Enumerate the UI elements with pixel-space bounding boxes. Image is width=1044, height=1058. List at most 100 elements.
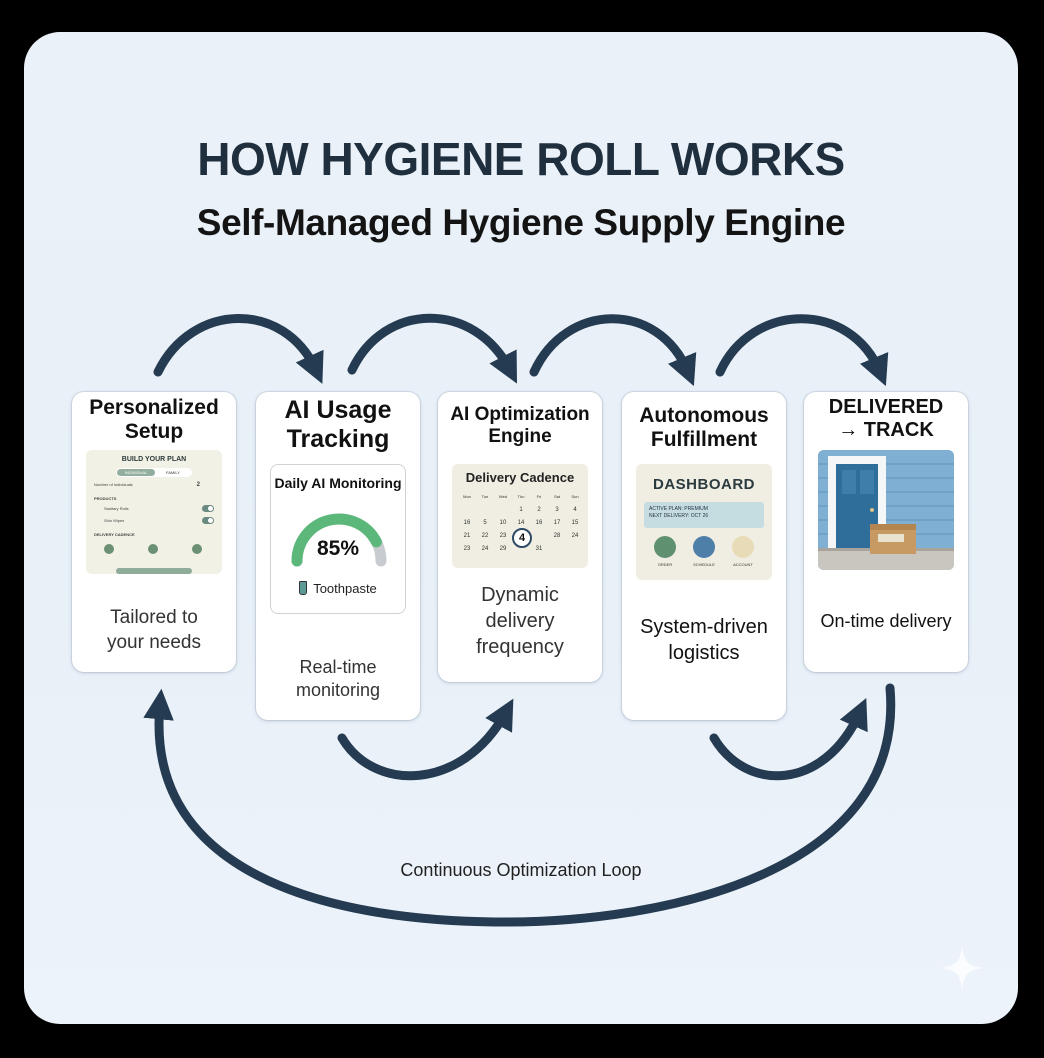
calendar-day: 14	[517, 519, 525, 526]
calendar-weekday: Thu	[517, 494, 525, 499]
tracked-item-label: Toothpaste	[313, 581, 377, 596]
plan-summary: ACTIVE PLAN: PREMIUM NEXT DELIVERY: OCT …	[644, 502, 764, 528]
product-row-1: Sanitary Rolls	[94, 506, 214, 511]
calendar-day: 28	[553, 532, 561, 539]
cadence-option-icon	[104, 544, 114, 554]
step-title: DELIVERED → TRACK	[828, 396, 944, 441]
continue-bar	[116, 568, 192, 574]
arrow-step4-to-step5-lower	[709, 698, 868, 781]
calendar-day: 15	[571, 519, 579, 526]
flow-arrows	[143, 313, 896, 927]
cadence-section-label: DELIVERY CADENCE	[94, 532, 135, 537]
step-card-delivered-track: DELIVERED → TRACK On-t	[804, 392, 968, 672]
calendar-day: 22	[481, 532, 489, 539]
loop-label: Continuous Optimization Loop	[400, 860, 642, 880]
calendar-week-row: 16 5 10 14 16 17 15	[460, 516, 582, 529]
cadence-option-icon	[148, 544, 158, 554]
package-at-door-image	[818, 450, 954, 570]
individuals-row: Number of Individuals 2	[94, 482, 214, 488]
action-label: ORDER	[657, 562, 673, 567]
calendar-weekday-row: Mon Tue Wed Thu Fri Sat Sun	[460, 490, 582, 503]
calendar-day: 5	[483, 519, 487, 526]
cadence-option-icon	[192, 544, 202, 554]
toggle-icon	[202, 517, 214, 524]
action-label: ACCOUNT	[733, 562, 753, 567]
page-subtitle: Self-Managed Hygiene Supply Engine	[196, 202, 846, 243]
step-card-ai-usage-tracking: AI Usage Tracking Daily AI Monitoring 85…	[256, 392, 420, 720]
mockup-heading: Daily AI Monitoring	[274, 475, 402, 491]
toggle-icon	[202, 505, 214, 512]
page-title: HOW HYGIENE ROLL WORKS	[197, 133, 845, 185]
sparkle-icon	[940, 946, 984, 990]
mockup-heading: Delivery Cadence	[465, 470, 575, 485]
step-card-personalized-setup: Personalized Setup BUILD YOUR PLAN INDIV…	[72, 392, 236, 672]
calendar-week-row: 21 22 23 28 24	[460, 529, 582, 542]
arrow-step4-to-step5	[715, 314, 889, 387]
arrow-step2-to-step3	[347, 313, 518, 384]
calendar-day: 17	[553, 519, 561, 526]
calendar-day: 16	[463, 519, 471, 526]
tab-individual: INDIVIDUAL	[117, 469, 155, 476]
calendar-weekday: Sun	[571, 494, 579, 499]
mockup-heading: DASHBOARD	[653, 476, 755, 493]
step-title: AI Optimization Engine	[450, 404, 590, 447]
step-card-ai-optimization-engine: AI Optimization Engine Delivery Cadence …	[438, 392, 602, 682]
arrow-step3-to-step4	[529, 314, 697, 387]
plan-line: ACTIVE PLAN: PREMIUM	[649, 506, 708, 512]
calendar-day: 24	[571, 532, 579, 539]
calendar-day: 21	[463, 532, 471, 539]
calendar-mockup: Delivery Cadence Mon Tue Wed Thu Fri Sat Sun 1 2…	[452, 464, 588, 568]
step-title: AI Usage Tracking	[284, 396, 392, 453]
calendar-icon	[693, 536, 715, 558]
step-title: Autonomous Fulfillment	[639, 404, 769, 452]
diagram-panel: HOW HYGIENE ROLL WORKS Self-Managed Hygi…	[24, 32, 1018, 1024]
step-description: On-time delivery	[820, 611, 952, 631]
plan-tabs: INDIVIDUAL FAMILY	[116, 468, 192, 477]
product-label: Sanitary Rolls	[104, 506, 129, 511]
gauge-fill	[291, 513, 382, 567]
loop-arrow	[143, 683, 896, 927]
calendar-day: 2	[537, 506, 541, 513]
step-description: Dynamic delivery frequency	[476, 584, 564, 658]
calendar-day: 10	[499, 519, 507, 526]
plan-builder-mockup: BUILD YOUR PLAN INDIVIDUAL FAMILY Number…	[86, 450, 222, 574]
calendar-day: 23	[463, 545, 471, 552]
dashboard-mockup: DASHBOARD ACTIVE PLAN: PREMIUM NEXT DELI…	[636, 464, 772, 580]
next-delivery-line: NEXT DELIVERY: OCT 26	[649, 513, 709, 519]
calendar-week-row: 23 24 29 31	[460, 542, 582, 555]
calendar-week-row: 1 2 3 4	[460, 503, 582, 516]
calendar-weekday: Wed	[498, 494, 508, 499]
calendar-day: 3	[555, 506, 559, 513]
arrow-step2-to-step3-lower	[337, 698, 514, 781]
step-description: Real-time monitoring	[295, 657, 381, 701]
tab-family: FAMILY	[166, 470, 180, 475]
calendar-day: 4	[573, 506, 577, 513]
calendar-day: 1	[519, 506, 523, 513]
calendar-day: 29	[499, 545, 507, 552]
action-label: SCHEDULE	[693, 562, 715, 567]
calendar-day: 16	[535, 519, 543, 526]
toothpaste-icon	[299, 581, 308, 595]
product-row-2: Shin Wipes	[94, 518, 214, 523]
calendar-weekday: Mon	[463, 494, 471, 499]
calendar-weekday: Fri	[536, 494, 542, 499]
gauge-value: 85%	[316, 537, 360, 560]
calendar-weekday: Tue	[481, 494, 489, 499]
highlighted-date: 4	[512, 528, 532, 548]
product-label: Shin Wipes	[104, 518, 125, 523]
account-icon	[732, 536, 754, 558]
monitoring-mockup: Daily AI Monitoring 85% Toothpaste	[270, 464, 406, 614]
arrow-step1-to-step2	[153, 314, 324, 384]
usage-gauge	[291, 513, 387, 567]
individuals-value: 2	[196, 482, 200, 488]
calendar-day: 23	[499, 532, 507, 539]
calendar-weekday: Sat	[553, 494, 560, 499]
products-section-label: PRODUCTS	[94, 496, 117, 501]
calendar-day: 31	[535, 545, 543, 552]
mockup-heading: BUILD YOUR PLAN	[121, 456, 187, 463]
calendar-day: 24	[481, 545, 489, 552]
step-description: Tailored to your needs	[106, 607, 201, 653]
step-title: Personalized Setup	[89, 396, 219, 444]
tracked-item: Toothpaste	[271, 581, 405, 596]
